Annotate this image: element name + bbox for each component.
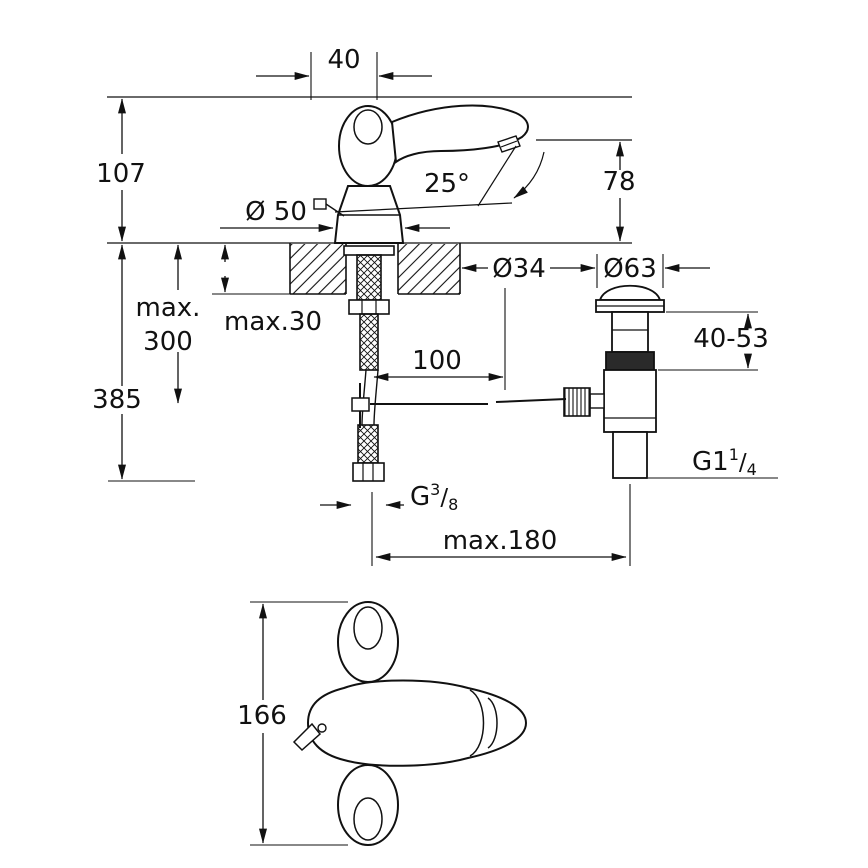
dim-40: 40	[327, 45, 360, 75]
pop-up-rod	[351, 383, 567, 428]
dim-100: 100	[412, 346, 462, 376]
dimension-labels: 40 107 Ø 50 25° 78 Ø34 Ø63 max.30 max. 3…	[92, 45, 769, 731]
dimension-lines	[108, 52, 778, 846]
label-thread-g1-1-4: G11/4	[692, 445, 757, 479]
dim-166: 166	[237, 701, 287, 731]
dim-dia-50: Ø 50	[245, 197, 307, 227]
dim-max-300-line1: max.	[136, 293, 201, 323]
supply-hose-assembly	[343, 245, 395, 482]
dim-107: 107	[96, 159, 146, 189]
dim-angle-25: 25°	[424, 169, 470, 199]
dim-385: 385	[92, 385, 142, 415]
dim-max-180: max.180	[443, 526, 558, 556]
dim-dia-34: Ø34	[492, 254, 546, 284]
label-thread-g-3-8: G3/8	[410, 480, 458, 514]
faucet-side-view	[313, 104, 545, 244]
dim-max-30: max.30	[224, 307, 322, 337]
dim-40-53: 40-53	[693, 324, 769, 354]
dim-78: 78	[602, 167, 635, 197]
drain-assembly	[563, 284, 665, 479]
faucet-top-view	[292, 601, 528, 846]
dim-max-300-line2: 300	[143, 327, 193, 357]
dim-dia-63: Ø63	[603, 254, 657, 284]
